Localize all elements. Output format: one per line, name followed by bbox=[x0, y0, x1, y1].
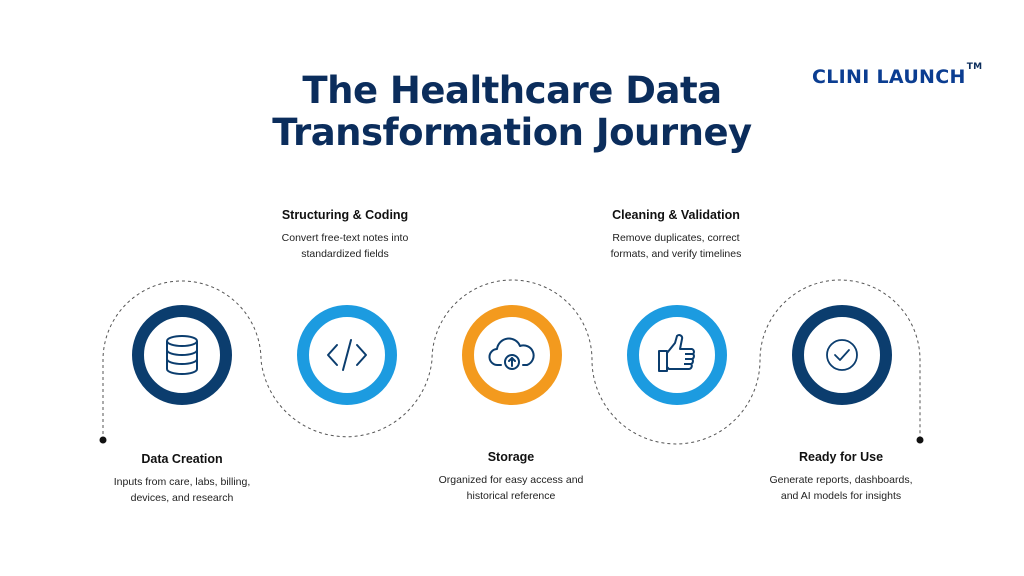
brand-logo: CLINI LAUNCHTM bbox=[812, 62, 982, 88]
title-line-1: The Healthcare Data bbox=[302, 69, 722, 112]
step-3-ring bbox=[462, 305, 562, 405]
step-5-description: Generate reports, dashboards, and AI mod… bbox=[741, 472, 941, 504]
step-4-ring bbox=[627, 305, 727, 405]
step-1-ring bbox=[132, 305, 232, 405]
code-icon bbox=[327, 339, 367, 371]
step-1-heading: Data Creation bbox=[141, 452, 223, 466]
step-4-heading: Cleaning & Validation bbox=[612, 208, 740, 222]
step-1-description: Inputs from care, labs, billing, devices… bbox=[82, 474, 282, 506]
step-5-desc-line-1: Generate reports, dashboards, bbox=[769, 474, 913, 486]
step-1-text: Data Creation Inputs from care, labs, bi… bbox=[82, 452, 282, 506]
step-2-ring bbox=[297, 305, 397, 405]
path-start-dot bbox=[99, 436, 107, 444]
step-3-desc-line-2: historical reference bbox=[466, 490, 556, 502]
cloud-upload-icon bbox=[488, 337, 535, 370]
thumbs-up-icon bbox=[658, 334, 695, 372]
step-4-description: Remove duplicates, correct formats, and … bbox=[576, 230, 776, 262]
step-4-text: Cleaning & Validation Remove duplicates,… bbox=[576, 208, 776, 262]
step-4-desc-line-2: formats, and verify timelines bbox=[610, 248, 742, 260]
path-end-dot bbox=[916, 436, 924, 444]
step-3-desc-line-1: Organized for easy access and bbox=[438, 474, 584, 486]
step-1-desc-line-2: devices, and research bbox=[130, 492, 234, 504]
database-icon bbox=[166, 335, 198, 375]
check-circle-icon bbox=[826, 339, 858, 371]
step-3-heading: Storage bbox=[487, 450, 535, 464]
step-2-desc-line-2: standardized fields bbox=[301, 248, 389, 260]
title-line-2: Transformation Journey bbox=[272, 111, 752, 154]
logo-text: CLINI LAUNCH bbox=[812, 66, 966, 88]
step-3-description: Organized for easy access and historical… bbox=[411, 472, 611, 504]
step-5-ring bbox=[792, 305, 892, 405]
step-2-heading: Structuring & Coding bbox=[281, 208, 409, 222]
step-5-text: Ready for Use Generate reports, dashboar… bbox=[741, 450, 941, 504]
step-4-desc-line-1: Remove duplicates, correct bbox=[612, 232, 740, 244]
step-3-text: Storage Organized for easy access and hi… bbox=[411, 450, 611, 504]
page-title: The Healthcare Data Transformation Journ… bbox=[232, 70, 792, 154]
step-5-desc-line-2: and AI models for insights bbox=[780, 490, 902, 502]
step-1-desc-line-1: Inputs from care, labs, billing, bbox=[113, 476, 251, 488]
step-2-text: Structuring & Coding Convert free-text n… bbox=[245, 208, 445, 262]
step-2-description: Convert free-text notes into standardize… bbox=[245, 230, 445, 262]
logo-trademark: TM bbox=[966, 62, 983, 72]
step-2-desc-line-1: Convert free-text notes into bbox=[281, 232, 409, 244]
step-5-heading: Ready for Use bbox=[798, 450, 884, 464]
